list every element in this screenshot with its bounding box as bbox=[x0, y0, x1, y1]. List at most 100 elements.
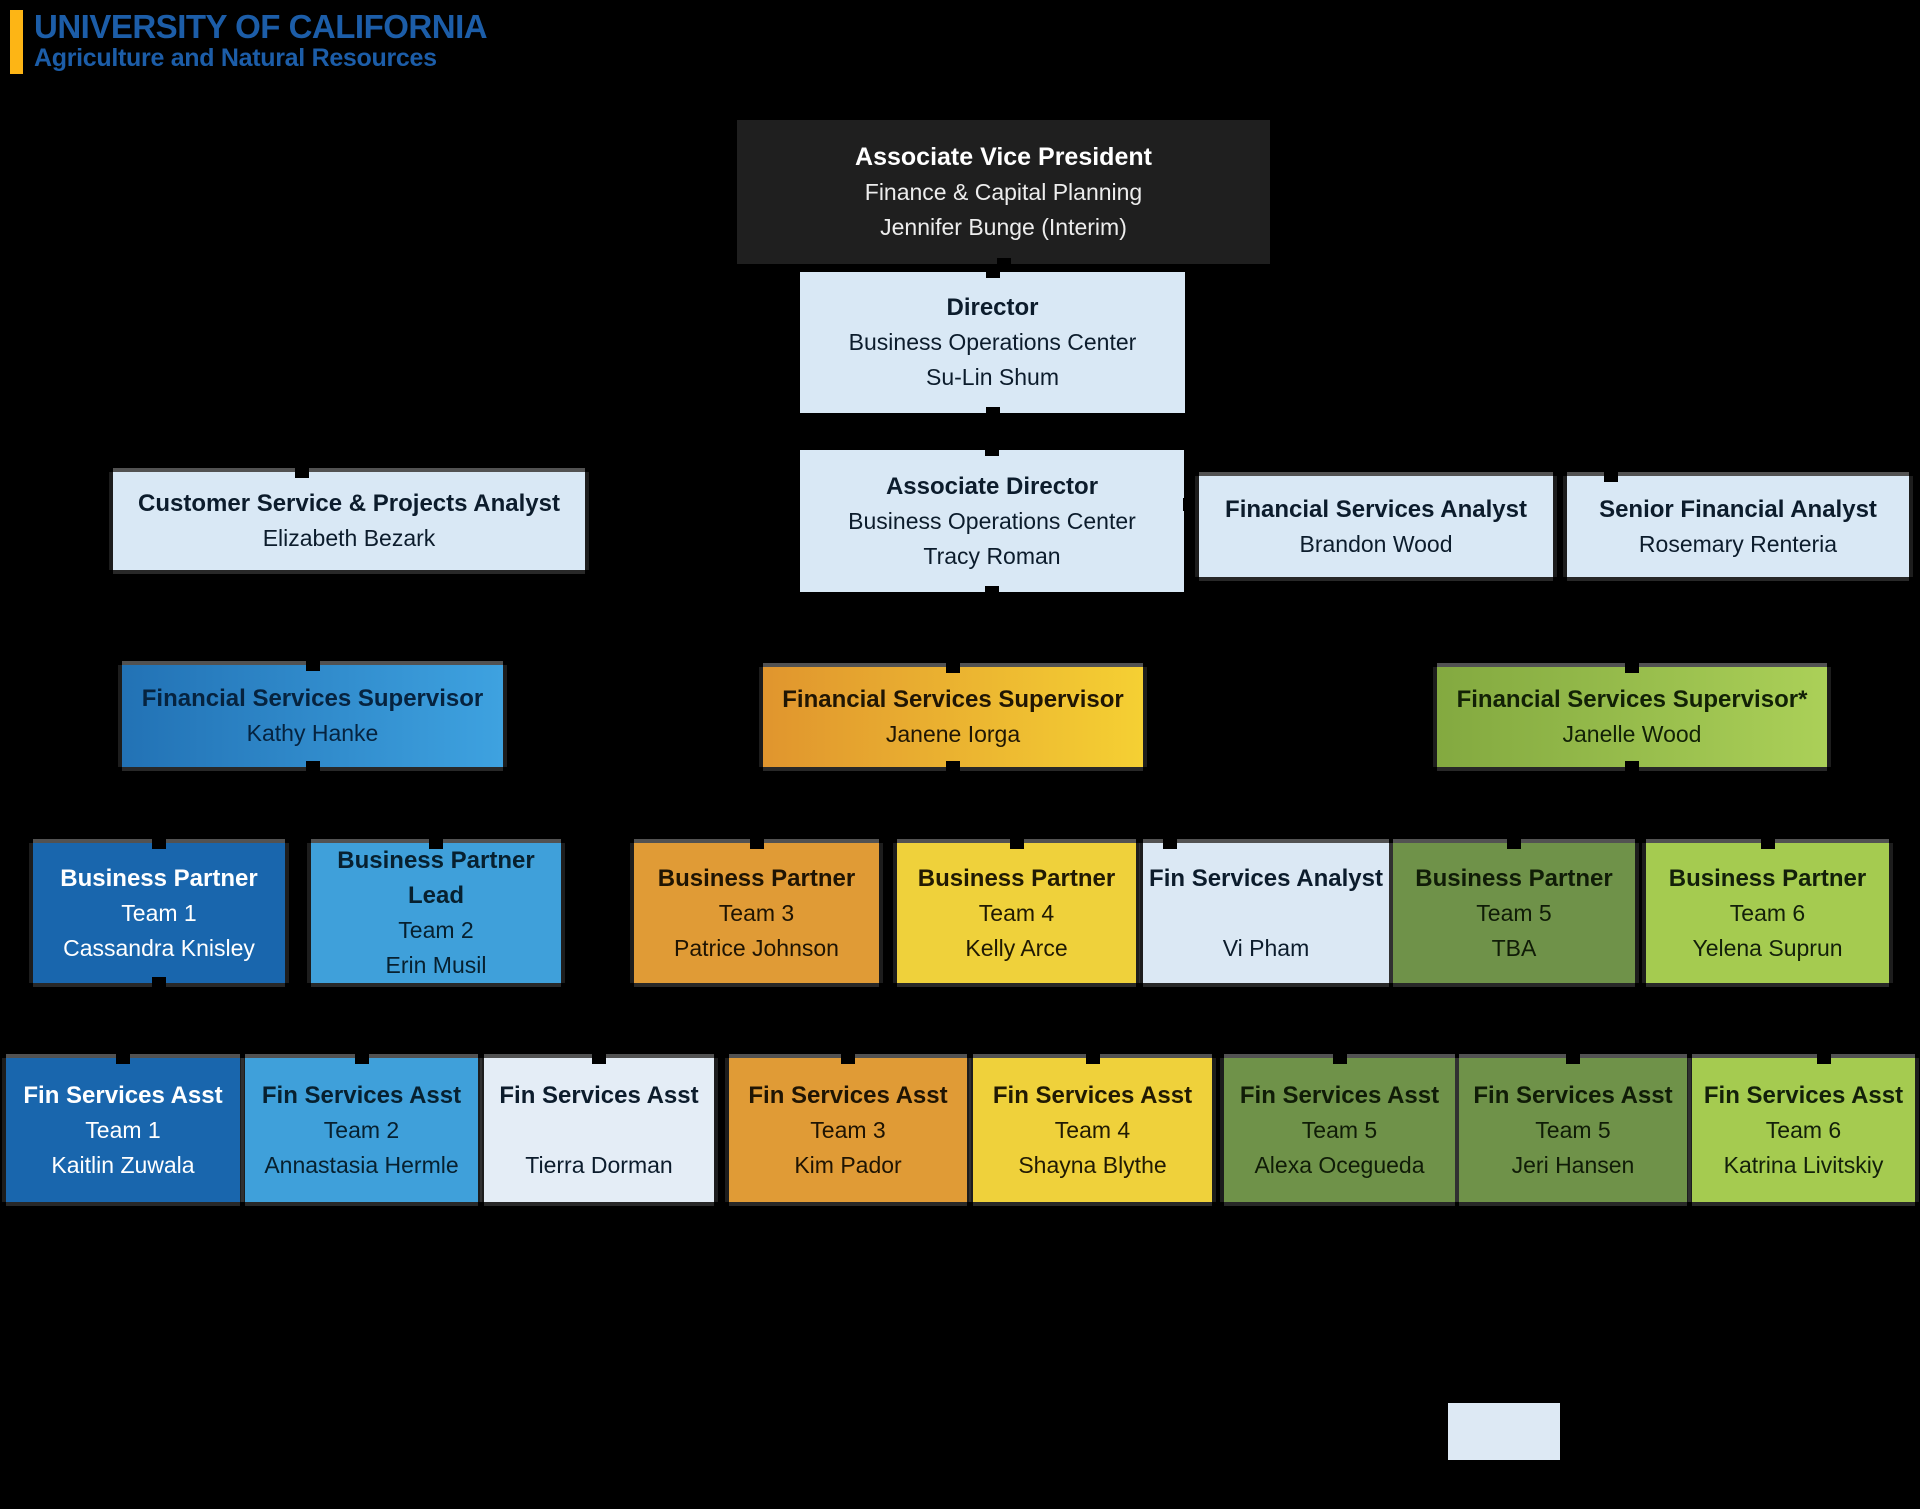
org-box-fin-services-asst-team-6: Fin Services Asst Team 6 Katrina Livitsk… bbox=[1692, 1051, 1915, 1202]
org-box-business-partner-lead-team-2: Business Partner Lead Team 2 Erin Musil bbox=[311, 836, 561, 983]
logo-division-line: Agriculture and Natural Resources bbox=[34, 44, 437, 72]
person-name: Jennifer Bunge (Interim) bbox=[880, 213, 1127, 240]
org-box-director: Director Business Operations Center Su-L… bbox=[800, 265, 1185, 420]
role-title: Business Partner Lead bbox=[337, 847, 535, 909]
person-name: Erin Musil bbox=[385, 952, 487, 978]
org-box-business-partner-team-1: Business Partner Team 1 Cassandra Knisle… bbox=[33, 836, 285, 990]
connector-dot bbox=[1566, 1051, 1580, 1064]
connector-dot bbox=[305, 761, 320, 774]
logo-university-line: UNIVERSITY OF CALIFORNIA bbox=[34, 8, 488, 45]
connector-dot bbox=[1085, 1051, 1100, 1064]
person-name: Kaitlin Zuwala bbox=[51, 1151, 195, 1178]
role-title: Senior Financial Analyst bbox=[1599, 495, 1877, 523]
connector-dot bbox=[749, 836, 764, 849]
team-label: Team 3 bbox=[810, 1116, 886, 1143]
role-dept: Business Operations Center bbox=[848, 329, 1137, 355]
logo-gold-bar bbox=[10, 10, 23, 74]
connector-dot bbox=[152, 977, 166, 990]
connector-dot bbox=[996, 258, 1011, 271]
org-box-associate-vice-president: Associate Vice President Finance & Capit… bbox=[737, 120, 1270, 271]
team-label: Team 5 bbox=[1476, 899, 1552, 926]
team-label: Team 4 bbox=[1054, 1116, 1131, 1143]
connector-dot bbox=[592, 1051, 606, 1064]
connector-dot bbox=[294, 465, 309, 478]
person-name: Shayna Blythe bbox=[1018, 1151, 1167, 1178]
role-title: Fin Services Asst bbox=[1703, 1081, 1904, 1109]
org-box-business-partner-team-5: Business Partner Team 5 TBA bbox=[1393, 836, 1635, 983]
org-box-supervisor-janene-iorga: Financial Services Supervisor Janene Ior… bbox=[763, 660, 1143, 774]
person-name: Tracy Roman bbox=[923, 542, 1061, 569]
team-label: Team 1 bbox=[85, 1116, 161, 1143]
person-name: Patrice Johnson bbox=[674, 934, 839, 961]
person-name: Cassandra Knisley bbox=[63, 934, 255, 961]
connector-dot bbox=[1625, 761, 1639, 774]
org-box-fin-services-asst-team-5-jeri: Fin Services Asst Team 5 Jeri Hansen bbox=[1459, 1051, 1687, 1202]
org-box-fin-services-asst-team-5-alexa: Fin Services Asst Team 5 Alexa Ocegueda bbox=[1224, 1051, 1455, 1202]
team-label: Team 1 bbox=[121, 899, 197, 926]
person-name: Alexa Ocegueda bbox=[1254, 1151, 1425, 1178]
connector-dot bbox=[1163, 836, 1178, 849]
connector-dot bbox=[985, 586, 999, 599]
role-title: Financial Services Analyst bbox=[1225, 495, 1527, 523]
org-box-fin-services-asst-team-2: Fin Services Asst Team 2 Annastasia Herm… bbox=[245, 1051, 478, 1202]
org-box-supervisor-janelle-wood: Financial Services Supervisor* Janelle W… bbox=[1437, 660, 1827, 774]
connector-dot bbox=[116, 1051, 130, 1064]
role-title: Director bbox=[946, 294, 1039, 321]
person-name: Kim Pador bbox=[794, 1151, 902, 1178]
connector-dot bbox=[841, 1051, 855, 1064]
team-label: Team 3 bbox=[718, 899, 795, 926]
org-box-fin-services-analyst-vi-pham: Fin Services Analyst Vi Pham bbox=[1143, 836, 1389, 983]
role-title: Fin Services Asst bbox=[1239, 1081, 1440, 1109]
org-box-fin-services-asst-team-1: Fin Services Asst Team 1 Kaitlin Zuwala bbox=[6, 1051, 240, 1202]
role-title: Financial Services Supervisor bbox=[141, 685, 484, 712]
role-title: Business Partner bbox=[657, 864, 856, 892]
connector-dot bbox=[1009, 836, 1024, 849]
person-name: Katrina Livitskiy bbox=[1723, 1151, 1884, 1178]
role-title: Business Partner bbox=[60, 864, 258, 892]
connector-dot bbox=[429, 836, 443, 849]
connector-dot bbox=[985, 265, 1000, 278]
role-dept: Business Operations Center bbox=[848, 507, 1136, 534]
team-label: Team 4 bbox=[978, 899, 1055, 926]
connector-dot bbox=[1183, 498, 1196, 511]
connector-dot bbox=[354, 1051, 369, 1064]
person-name: Annastasia Hermle bbox=[264, 1151, 459, 1178]
role-title: Fin Services Analyst bbox=[1149, 864, 1383, 892]
org-box-fin-services-asst-team-4: Fin Services Asst Team 4 Shayna Blythe bbox=[973, 1051, 1212, 1202]
org-box-fin-services-asst-team-3: Fin Services Asst Team 3 Kim Pador bbox=[729, 1051, 967, 1202]
role-title: Fin Services Asst bbox=[23, 1081, 223, 1109]
connector-dot bbox=[946, 761, 960, 774]
role-title: Fin Services Asst bbox=[261, 1081, 462, 1109]
org-box-financial-services-analyst: Financial Services Analyst Brandon Wood bbox=[1199, 476, 1553, 577]
role-title: Financial Services Supervisor bbox=[782, 686, 1124, 713]
role-title: Associate Director bbox=[885, 472, 1099, 500]
connector-dot bbox=[1816, 1051, 1831, 1064]
connector-dot bbox=[1604, 469, 1619, 482]
person-name: Jeri Hansen bbox=[1511, 1151, 1635, 1178]
team-label: Team 5 bbox=[1301, 1116, 1378, 1143]
role-title: Customer Service & Projects Analyst bbox=[138, 490, 560, 517]
person-name: Yelena Suprun bbox=[1692, 934, 1843, 961]
role-title: Fin Services Asst bbox=[499, 1081, 699, 1109]
org-box-associate-director: Associate Director Business Operations C… bbox=[800, 443, 1184, 599]
connector-dot bbox=[1760, 836, 1775, 849]
connector-dot bbox=[305, 658, 320, 671]
role-title: Business Partner bbox=[1668, 864, 1867, 892]
person-name: Su-Lin Shum bbox=[926, 364, 1059, 390]
role-title: Fin Services Asst bbox=[1473, 1081, 1673, 1109]
role-title: Business Partner bbox=[917, 864, 1116, 892]
role-title: Financial Services Supervisor* bbox=[1456, 686, 1808, 713]
person-name: Tierra Dorman bbox=[525, 1151, 673, 1178]
legend-swatch bbox=[1448, 1403, 1560, 1460]
person-name: Kathy Hanke bbox=[246, 720, 379, 746]
role-title: Fin Services Asst bbox=[748, 1081, 948, 1109]
team-label: Team 2 bbox=[323, 1116, 400, 1143]
org-box-senior-financial-analyst: Senior Financial Analyst Rosemary Renter… bbox=[1567, 469, 1909, 577]
connector-dot bbox=[152, 836, 166, 849]
logo-text: UNIVERSITY OF CALIFORNIA Agriculture and… bbox=[34, 8, 488, 74]
person-name: Janelle Wood bbox=[1562, 721, 1702, 747]
connector-dot bbox=[985, 407, 1000, 420]
connector-dot bbox=[946, 660, 960, 673]
org-box-customer-service-projects-analyst: Customer Service & Projects Analyst Eliz… bbox=[113, 465, 585, 570]
